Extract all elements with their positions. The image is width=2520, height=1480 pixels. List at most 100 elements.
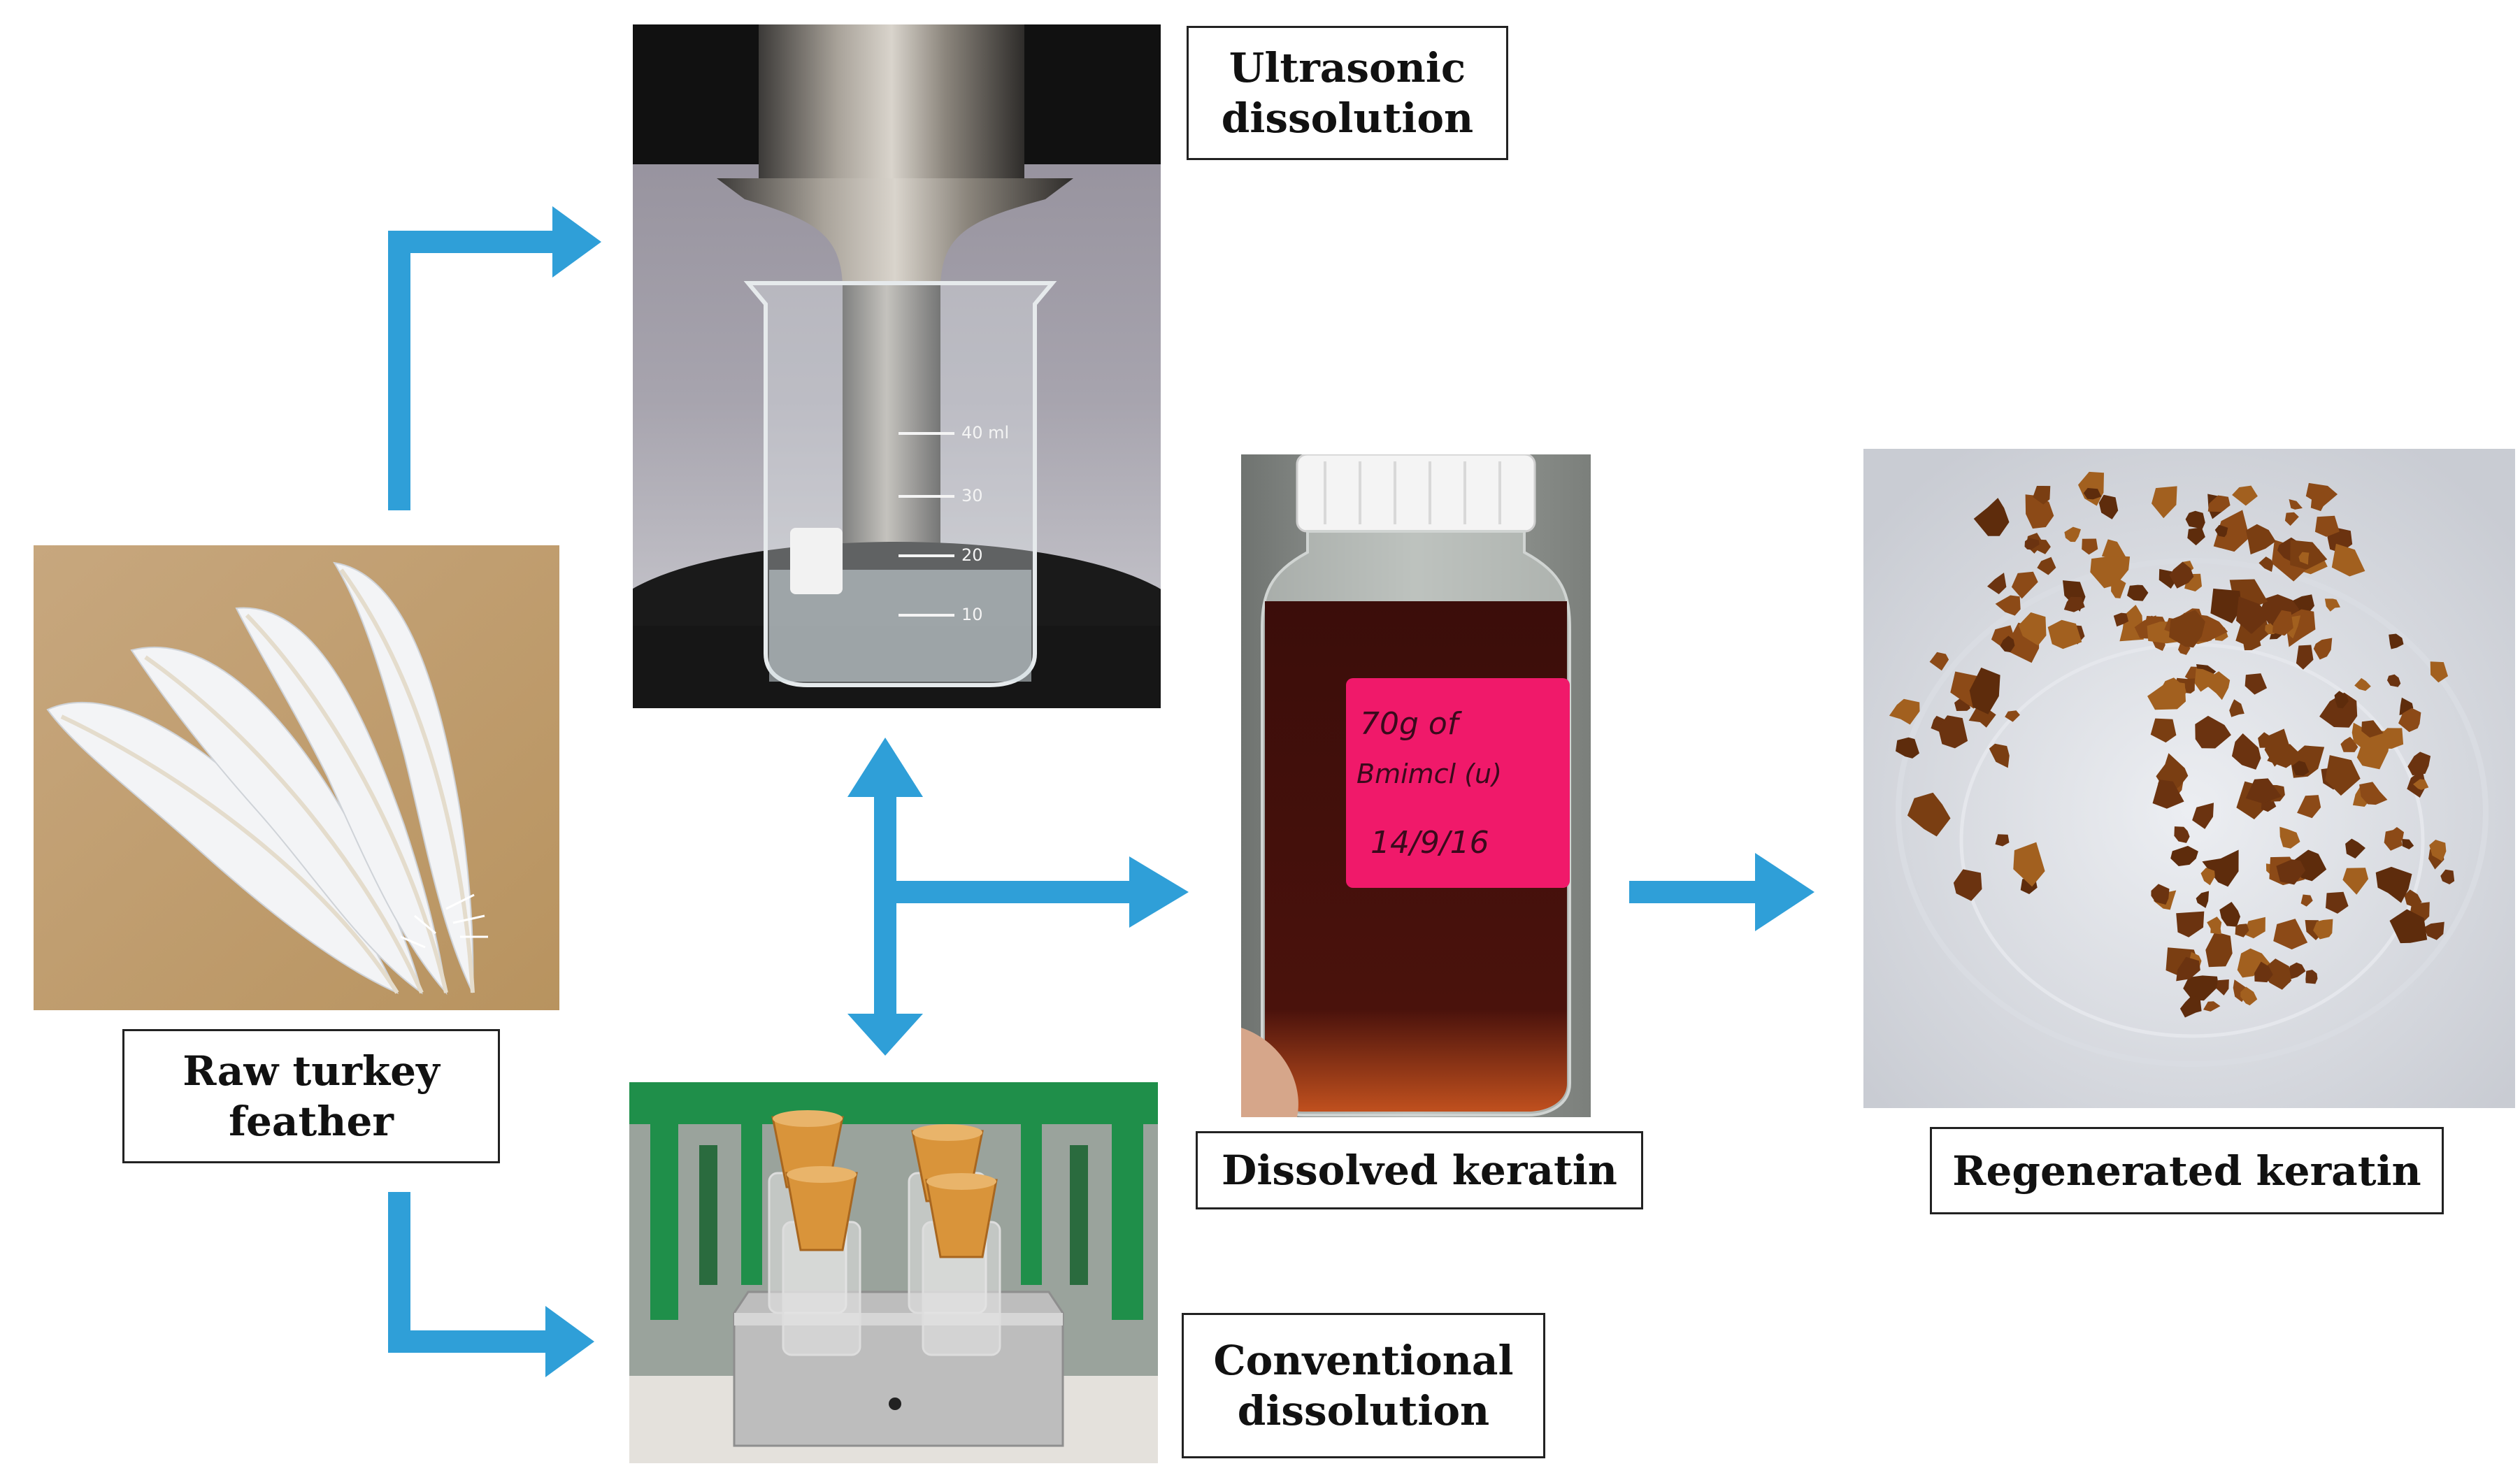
keratin-flake: [2389, 909, 2428, 944]
keratin-flake: [2185, 510, 2205, 529]
ultrasonic-label-line2: dissolution: [1221, 94, 1474, 142]
keratin-flake: [2279, 826, 2300, 849]
keratin-flake: [1987, 573, 2007, 594]
keratin-flake: [1938, 715, 1968, 749]
keratin-flake: [2151, 884, 2170, 905]
keratin-flake: [1973, 498, 2010, 536]
vial-tag-line2: Bmimcl (u): [1356, 759, 1502, 789]
keratin-flake: [2174, 826, 2190, 843]
keratin-flakes: [1889, 471, 2455, 1018]
keratin-flake: [2013, 842, 2045, 887]
keratin-flake: [2245, 673, 2268, 695]
arrow-icon: [388, 206, 601, 510]
keratin-flake: [2407, 752, 2431, 776]
conventional-label: Conventional dissolution: [1182, 1313, 1545, 1458]
dissolved-keratin-label-text: Dissolved keratin: [1222, 1147, 1617, 1194]
keratin-flake: [2205, 931, 2233, 968]
keratin-flake: [2245, 524, 2276, 555]
keratin-flake: [2287, 962, 2306, 979]
arrow-icon: [1629, 853, 1814, 931]
keratin-flake: [2018, 612, 2047, 646]
keratin-flake: [2152, 486, 2177, 519]
keratin-flake: [2375, 866, 2412, 903]
keratin-flake: [2324, 598, 2340, 612]
conventional-photo: [629, 1082, 1158, 1463]
keratin-flake: [2331, 543, 2365, 577]
keratin-flake: [2152, 779, 2184, 809]
keratin-flake: [2219, 902, 2240, 927]
keratin-flake: [2207, 495, 2231, 512]
keratin-flake: [2170, 845, 2198, 866]
keratin-flake: [2235, 924, 2249, 937]
keratin-flake: [2207, 917, 2222, 935]
conventional-label-line1: Conventional: [1213, 1337, 1514, 1384]
keratin-flake: [1995, 595, 2021, 616]
keratin-flake: [2194, 668, 2218, 692]
keratin-flake: [2361, 720, 2384, 738]
keratin-flake: [2098, 494, 2119, 519]
keratin-flake: [2300, 894, 2313, 907]
vial-tag-line3: 14/9/16: [1370, 825, 1489, 861]
keratin-flake: [2359, 782, 2388, 805]
keratin-flake: [2231, 733, 2261, 770]
vial-tag: [1346, 678, 1570, 888]
keratin-flake: [2254, 961, 2273, 983]
keratin-flake: [2273, 919, 2308, 950]
keratin-flake: [1907, 792, 1951, 837]
keratin-flake: [2314, 515, 2340, 537]
keratin-flake: [2176, 911, 2205, 937]
keratin-flake: [2011, 571, 2038, 599]
keratin-flake: [2310, 491, 2325, 512]
keratin-flake: [2063, 596, 2085, 612]
keratin-flake: [2025, 494, 2054, 529]
keratin-flake: [2276, 859, 2306, 885]
keratin-flake: [2261, 958, 2291, 990]
keratin-flake: [2113, 612, 2129, 627]
keratin-flake: [2356, 731, 2391, 770]
keratin-flake: [2192, 803, 2214, 829]
regenerated-keratin-label: Regenerated keratin: [1930, 1127, 2444, 1214]
raw-feather-photo: [34, 545, 559, 1010]
keratin-flake: [1989, 743, 2010, 768]
keratin-flake: [2111, 579, 2126, 598]
keratin-flake: [1995, 834, 2010, 847]
keratin-flake: [2296, 645, 2314, 670]
keratin-flake: [2179, 995, 2202, 1018]
keratin-flake: [2169, 561, 2194, 589]
keratin-flake: [2205, 671, 2231, 701]
beaker-mark-30: 30: [961, 486, 983, 505]
keratin-flake: [2345, 838, 2365, 858]
conventional-label-line2: dissolution: [1237, 1387, 1490, 1435]
keratin-flake: [2245, 778, 2282, 804]
arrow-icon: [896, 856, 1189, 928]
keratin-flake: [2232, 485, 2258, 506]
keratin-flake: [2342, 868, 2369, 895]
keratin-flake: [2440, 869, 2455, 884]
keratin-flake: [2195, 715, 2231, 749]
keratin-flake: [2390, 827, 2404, 844]
keratin-flake: [2214, 524, 2228, 538]
keratin-flake: [2313, 919, 2333, 940]
keratin-flake: [2047, 619, 2082, 649]
keratin-flake: [2033, 486, 2051, 505]
keratin-flake: [2398, 707, 2421, 733]
vial-tag-line1: 70g of: [1360, 706, 1463, 742]
dissolved-keratin-photo: 70g of Bmimcl (u) 14/9/16: [1241, 454, 1591, 1117]
keratin-flake: [2101, 539, 2126, 559]
keratin-flake: [2334, 691, 2349, 709]
keratin-flake: [2187, 527, 2205, 546]
keratin-flake: [2267, 744, 2303, 768]
keratin-flake: [2127, 584, 2149, 601]
dissolved-keratin-label: Dissolved keratin: [1196, 1131, 1643, 1209]
raw-feather-label-line2: feather: [229, 1098, 394, 1145]
keratin-flake: [2147, 681, 2186, 710]
beaker-mark-20: 20: [961, 545, 983, 565]
keratin-flake: [2000, 635, 2015, 652]
keratin-flake: [2244, 917, 2265, 939]
keratin-flake: [2237, 948, 2272, 978]
keratin-flake: [2284, 512, 2299, 526]
keratin-flake: [2229, 699, 2245, 717]
keratin-flake: [2183, 975, 2219, 1001]
keratin-flake: [1929, 652, 1949, 671]
keratin-flake: [2037, 556, 2056, 575]
